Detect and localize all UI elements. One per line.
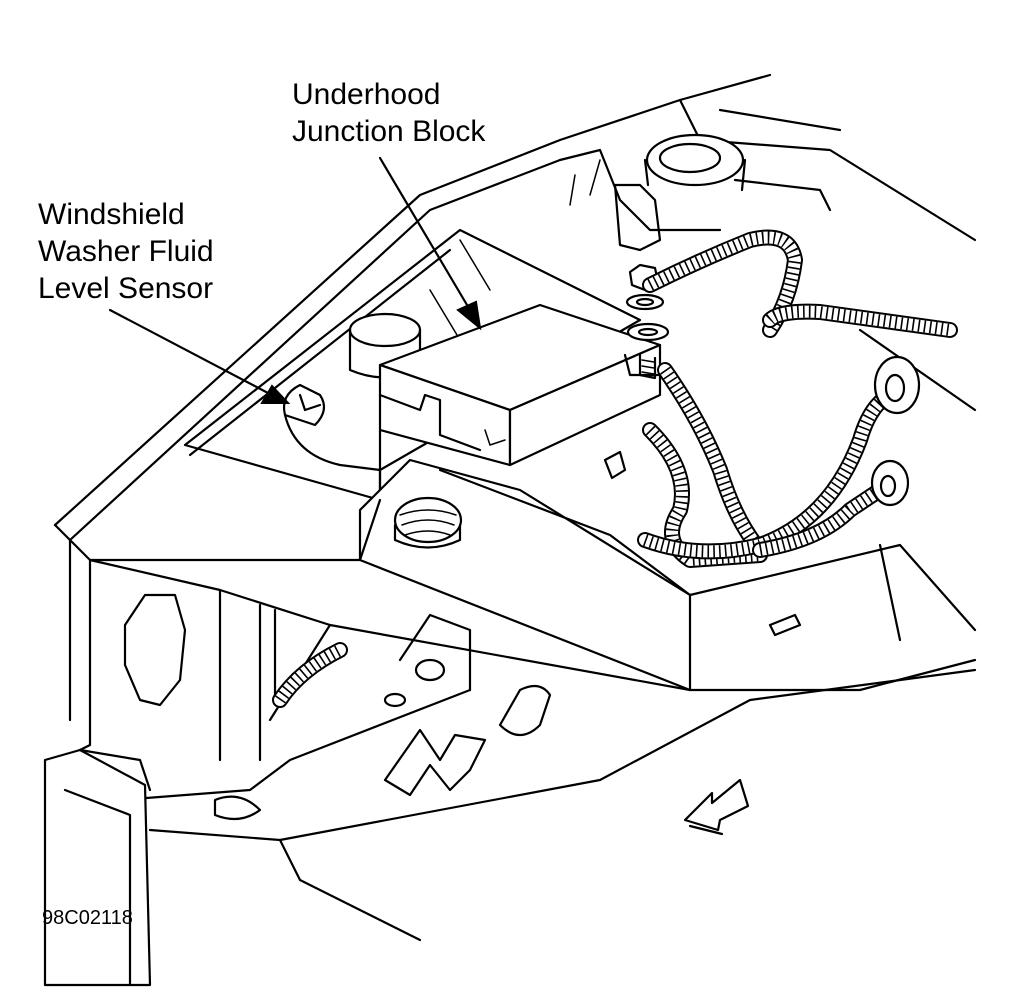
junction-block-label: Underhood Junction Block [292, 76, 485, 150]
junction-block-label-line1: Underhood [292, 78, 441, 111]
washer-sensor-label: Windshield Washer Fluid Level Sensor [38, 196, 214, 307]
front-arrow [683, 778, 750, 836]
junction-block-label-line2: Junction Block [292, 115, 486, 148]
harness-upper [642, 229, 958, 338]
harness-lower [272, 642, 348, 708]
lower-structure [53, 523, 977, 942]
washer-sensor-label-line1: Windshield [38, 198, 185, 231]
cowl-panel [358, 458, 977, 692]
washer-sensor-label-line2: Washer Fluid [38, 235, 214, 268]
figure-code: 98C02118 [42, 907, 133, 929]
strut-tower [613, 133, 832, 252]
harness-main [637, 362, 898, 568]
leader-arrows [108, 156, 482, 404]
bumper-block [43, 748, 152, 987]
fender-panel [53, 73, 977, 542]
wiring-harness [272, 229, 958, 708]
harness-clip [603, 450, 627, 480]
junction-block [378, 303, 662, 507]
grommet-upper [873, 355, 921, 415]
grommet-lower [870, 459, 910, 507]
washer-sensor-label-line3: Level Sensor [38, 272, 214, 305]
mounting-bolt [625, 263, 670, 380]
